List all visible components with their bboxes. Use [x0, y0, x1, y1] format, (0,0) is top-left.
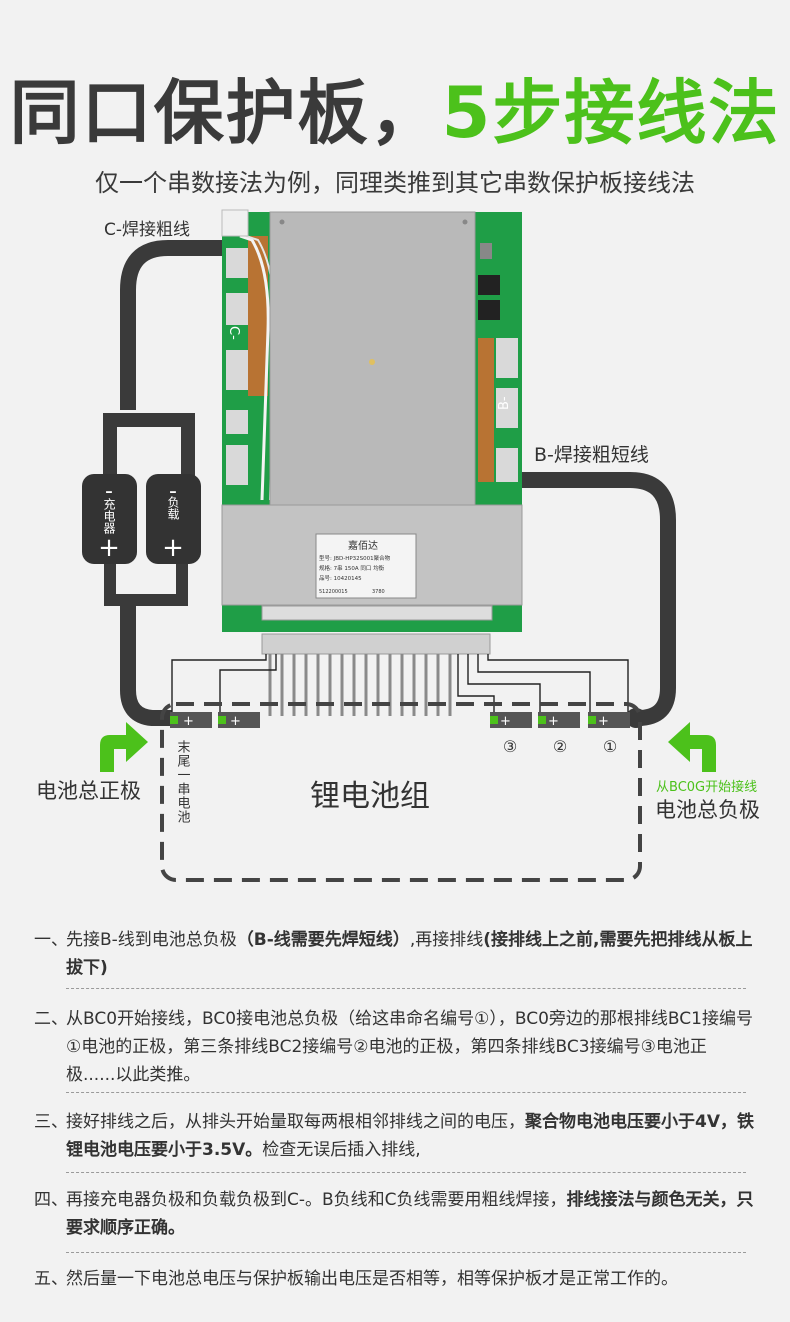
- nameplate-spec: 规格: 7串 150A 同口 均衡: [319, 564, 385, 572]
- nameplate-model: 型号: JBD-HP32S001聚合物: [319, 554, 391, 562]
- step-text: 再接充电器负极和负载负极到C-。B负线和C负线需要用粗线焊接，排线接法与颜色无关…: [34, 1186, 754, 1242]
- step-number: 一、: [34, 930, 68, 950]
- step-text-part: 再接充电器负极和负载负极到C-。B负线和C负线需要用粗线焊接，: [66, 1190, 567, 1210]
- c-wire-fork-bottom: [104, 555, 188, 606]
- pos-arrow-icon: [100, 722, 148, 772]
- step-item: 四、再接充电器负极和负载负极到C-。B负线和C负线需要用粗线焊接，排线接法与颜色…: [34, 1186, 754, 1242]
- board-b-label: B-: [497, 396, 512, 410]
- nameplate-brand: 嘉佰达: [348, 539, 378, 552]
- balance-leads: [268, 654, 452, 716]
- step-item: 一、先接B-线到电池总负极（B-线需要先焊短线）,再接排线(接排线上之前,需要先…: [34, 926, 754, 982]
- step-number: 三、: [34, 1112, 68, 1132]
- step-text-part: 从BC0开始接线，BC0接电池总负极（给这串命名编号①），BC0旁边的那根排线B…: [66, 1009, 753, 1085]
- load-label: 负载: [166, 496, 180, 521]
- step-text: 然后量一下电池总电压与保护板输出电压是否相等，相等保护板才是正常工作的。: [34, 1265, 754, 1293]
- b-wire-label: B-焊接粗短线: [534, 444, 649, 466]
- step-divider: [66, 1092, 746, 1093]
- pack-label: 锂电池组: [310, 779, 430, 814]
- b-wire: [518, 472, 676, 726]
- step-text-bold: （B-线需要先焊短线）: [236, 930, 410, 950]
- pos-wire: [120, 600, 172, 726]
- step-text-part: 检查无误后插入排线,: [262, 1140, 421, 1160]
- load-minus: -: [169, 479, 177, 504]
- balance-plug: [261, 633, 491, 655]
- balance-connector: [261, 605, 493, 621]
- cell-tail-2: +: [218, 712, 260, 729]
- board-c-label: C-: [226, 326, 241, 340]
- step-divider: [66, 1172, 746, 1173]
- step-item: 三、接好排线之后，从排头开始量取每两根相邻排线之间的电压，聚合物电池电压要小于4…: [34, 1108, 754, 1164]
- cell-plus: +: [230, 714, 241, 729]
- tail-cell-label: 末尾一串电池: [175, 740, 191, 824]
- title-main: 同口保护板，: [9, 72, 442, 154]
- step-number: 四、: [34, 1190, 68, 1210]
- step-item: 五、然后量一下电池总电压与保护板输出电压是否相等，相等保护板才是正常工作的。: [34, 1265, 754, 1293]
- step-number: 二、: [34, 1009, 68, 1029]
- cell-3: +: [490, 712, 532, 729]
- step-text-part: ,再接排线: [409, 930, 484, 950]
- load-plus: +: [162, 533, 184, 563]
- neg-terminal-note: 从BC0G开始接线: [656, 780, 758, 795]
- wiring-diagram: - 充电器 + - 负载 + C- B- 嘉佰达 型号: JB: [82, 209, 716, 882]
- step-text-bold: 聚合物电池电压要小于4V，铁锂电池电压要小于3.5V。: [66, 1112, 754, 1160]
- step-item: 二、从BC0开始接线，BC0接电池总负极（给这串命名编号①），BC0旁边的那根排…: [34, 1005, 754, 1089]
- cell-number-3: ③: [503, 737, 517, 756]
- step-text-part: 接好排线之后，从排头开始量取每两根相邻排线之间的电压，: [66, 1112, 525, 1132]
- nameplate: 嘉佰达 型号: JBD-HP32S001聚合物 规格: 7串 150A 同口 均…: [315, 533, 417, 599]
- battery-pack: [160, 702, 642, 882]
- c-wire-label: C-焊接粗线: [104, 220, 191, 240]
- cell-plus: +: [183, 714, 194, 729]
- step-divider: [66, 1252, 746, 1253]
- pos-terminal-label: 电池总正极: [36, 779, 141, 803]
- cell-2: +: [538, 712, 580, 729]
- nameplate-part: 品号: 10420145: [319, 575, 362, 582]
- cell-number-2: ②: [553, 737, 567, 756]
- cell-plus: +: [548, 714, 559, 729]
- sense-leads: [171, 654, 629, 714]
- step-text: 先接B-线到电池总负极（B-线需要先焊短线）,再接排线(接排线上之前,需要先把排…: [34, 926, 754, 982]
- nameplate-serial: 512200015: [319, 589, 348, 595]
- c-wire: [120, 240, 222, 410]
- step-text-bold: (接排线上之前,需要先把排线从板上拔下): [66, 930, 753, 978]
- step-divider: [66, 988, 746, 989]
- step-number: 五、: [34, 1269, 68, 1289]
- cell-tail-1: +: [170, 712, 212, 729]
- charger-plus: +: [98, 533, 120, 563]
- neg-terminal-label: 电池总负极: [655, 798, 760, 822]
- cell-plus: +: [598, 714, 609, 729]
- charger-label: 充电器: [102, 497, 116, 535]
- cell-plus: +: [500, 714, 511, 729]
- step-text-bold: 排线接法与颜色无关，只要求顺序正确。: [66, 1190, 754, 1238]
- cell-1: +: [588, 712, 630, 729]
- charger-minus: -: [105, 479, 113, 504]
- nameplate-code: 3780: [372, 589, 385, 595]
- step-text-part: 然后量一下电池总电压与保护板输出电压是否相等，相等保护板才是正常工作的。: [66, 1269, 678, 1289]
- board-pads: [226, 248, 518, 485]
- step-text: 接好排线之后，从排头开始量取每两根相邻排线之间的电压，聚合物电池电压要小于4V，…: [34, 1108, 754, 1164]
- step-text: 从BC0开始接线，BC0接电池总负极（给这串命名编号①），BC0旁边的那根排线B…: [34, 1005, 754, 1089]
- load: - 负载 +: [146, 474, 201, 564]
- neg-arrow-icon: [668, 722, 716, 772]
- page-title: 同口保护板，5步接线法: [0, 78, 790, 148]
- title-accent: 5步接线法: [441, 72, 781, 154]
- charger: - 充电器 +: [82, 474, 137, 564]
- step-text-part: 先接B-线到电池总负极: [66, 930, 237, 950]
- cell-number-1: ①: [603, 737, 617, 756]
- page-subtitle: 仅一个串数接法为例，同理类推到其它串数保护板接线法: [95, 169, 695, 197]
